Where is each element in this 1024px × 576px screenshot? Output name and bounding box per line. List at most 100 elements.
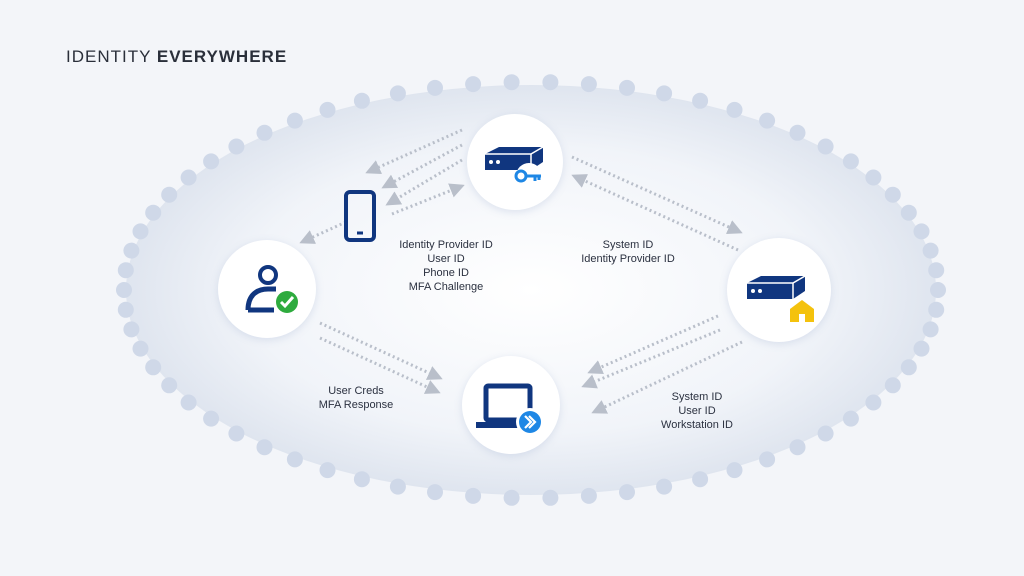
label-idp-phone: Identity Provider ID User ID Phone ID MF… <box>380 238 512 294</box>
server-home-icon <box>747 275 815 322</box>
title-light: IDENTITY <box>66 47 152 66</box>
label-line: Identity Provider ID <box>399 239 493 251</box>
ring-dot <box>116 282 132 298</box>
ring-dot <box>542 489 559 506</box>
ring-dot <box>389 478 406 495</box>
workstation-node <box>462 356 560 454</box>
ring-dot <box>286 451 303 468</box>
laptop-remote-icon <box>476 383 544 436</box>
ring-dot <box>117 262 134 279</box>
ring-dot <box>256 124 273 141</box>
label-workstation-home: System ID User ID Workstation ID <box>642 390 752 432</box>
ring-dot <box>203 153 220 170</box>
ring-dot <box>884 377 901 394</box>
ring-dot <box>930 282 946 298</box>
ring-dot <box>256 439 273 456</box>
label-line: Workstation ID <box>661 419 733 431</box>
ring-dot <box>865 394 882 411</box>
ring-dot <box>817 425 834 442</box>
ring-dot <box>542 74 559 91</box>
ring-dot <box>619 484 635 501</box>
label-line: MFA Challenge <box>408 281 484 293</box>
server-key-icon <box>485 146 544 189</box>
ring-dot <box>692 92 709 109</box>
ring-dot <box>656 85 673 102</box>
phone-icon <box>344 190 376 242</box>
ring-dot <box>161 186 178 203</box>
ring-dot <box>789 124 806 141</box>
flow-arrow <box>591 340 743 414</box>
identity-provider-node <box>467 114 563 210</box>
ring-dot <box>759 112 776 129</box>
ring-dot <box>132 340 149 357</box>
ring-dot <box>692 471 709 488</box>
arrow-group <box>299 128 743 414</box>
ring-dot <box>580 487 597 504</box>
ring-dot <box>117 301 134 318</box>
label-line: User Creds <box>328 385 384 397</box>
ring-dot <box>922 242 939 259</box>
flow-arrow <box>319 336 441 394</box>
ring-dot <box>465 487 482 504</box>
ring-dot <box>789 439 806 456</box>
ring-dot <box>922 321 939 338</box>
ring-dot <box>865 169 882 186</box>
ring-dot <box>123 242 140 259</box>
ring-dot <box>145 204 162 221</box>
ring-dot <box>503 74 520 91</box>
ring-dot <box>228 138 245 155</box>
ring-dot <box>319 101 336 118</box>
label-line: Phone ID <box>423 267 469 279</box>
ring-dot <box>619 79 635 96</box>
label-idp-home: System ID Identity Provider ID <box>562 238 694 266</box>
ring-dot <box>353 471 370 488</box>
ring-dot <box>928 262 945 279</box>
user-check-icon <box>245 265 301 316</box>
ring-dot <box>503 489 520 506</box>
ring-dot <box>123 321 140 338</box>
label-line: System ID <box>602 239 654 251</box>
home-server-node <box>727 238 831 342</box>
flow-arrow <box>299 220 347 244</box>
ring-dot <box>389 85 406 102</box>
ring-dot <box>180 169 197 186</box>
ring-dot <box>900 204 917 221</box>
ring-dot <box>913 340 930 357</box>
label-line: Identity Provider ID <box>581 253 675 265</box>
ring-dot <box>427 79 443 96</box>
ring-dot <box>726 101 743 118</box>
flow-arrow <box>385 158 463 206</box>
ring-dot <box>726 462 743 479</box>
ring-dot <box>132 223 149 240</box>
ring-dot <box>580 76 597 93</box>
ring-dot <box>353 92 370 109</box>
dotted-ring <box>116 74 946 506</box>
ring-dot <box>161 377 178 394</box>
label-line: MFA Response <box>318 399 394 411</box>
ring-dot <box>900 359 917 376</box>
ring-dot <box>286 112 303 129</box>
ring-dot <box>842 153 859 170</box>
ring-dot <box>203 410 220 427</box>
ring-dot <box>145 359 162 376</box>
ring-dot <box>884 186 901 203</box>
user-node <box>218 240 316 338</box>
title-bold: EVERYWHERE <box>156 47 288 66</box>
label-line: User ID <box>427 253 465 265</box>
label-line: User ID <box>678 405 716 417</box>
flow-arrow <box>319 321 443 380</box>
ellipse-background <box>126 85 936 495</box>
ring-dot <box>228 425 245 442</box>
flow-arrow <box>571 155 743 234</box>
ring-dot <box>465 76 482 93</box>
ring-dot <box>427 484 443 501</box>
ring-dot <box>759 451 776 468</box>
ring-dot <box>913 223 930 240</box>
flow-arrow <box>365 128 463 174</box>
label-line: System ID <box>671 391 723 403</box>
ring-dot <box>842 410 859 427</box>
ring-dot <box>817 138 834 155</box>
ring-dot <box>319 462 336 479</box>
flow-arrow <box>587 314 719 375</box>
